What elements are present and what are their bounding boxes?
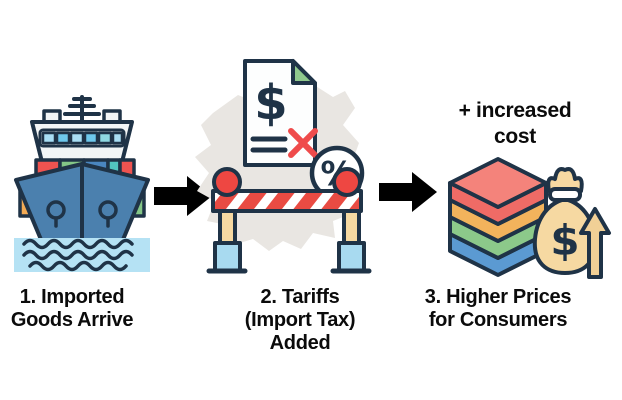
dollar-symbol: $: [254, 75, 287, 131]
annotation-line: + increased: [458, 99, 572, 122]
step-label-line: Goods Arrive: [10, 309, 134, 331]
cargo-ship-icon: [14, 95, 150, 272]
goods-stack-money-bag-icon: $: [448, 157, 611, 279]
road-barrier: [206, 167, 372, 274]
step-label-line: (Import Tax): [244, 309, 356, 331]
folded-corner: [291, 59, 317, 85]
tariff-document: $: [243, 59, 318, 167]
tariff-barrier-icon: $ %: [195, 59, 372, 274]
step-label-line: 2. Tariffs: [260, 286, 340, 308]
step-1-label: 1. Imported Goods Arrive: [6, 286, 138, 332]
goods-stack: [448, 157, 548, 277]
water: [14, 238, 150, 272]
barrier-stripes: [215, 193, 359, 209]
increased-cost-annotation: + increased cost: [425, 98, 605, 150]
step-2-label: 2. Tariffs (Import Tax) Added: [215, 286, 385, 355]
right-arrow-icon: [154, 176, 212, 216]
price-up-arrow: [579, 207, 611, 279]
annotation-line: cost: [494, 125, 536, 148]
step-label-line: 3. Higher Prices: [424, 286, 572, 308]
ship-mast: [63, 95, 101, 126]
barrier-ball-left: [212, 167, 242, 197]
stack-layer-red-top: [448, 157, 548, 209]
ship-hull: [14, 162, 150, 250]
ship-windows: [41, 131, 124, 145]
step-label-line: for Consumers: [428, 309, 568, 331]
barrier-post-left-lower: [213, 241, 242, 273]
red-x-mark: [288, 128, 318, 158]
step-label-line: Added: [269, 332, 331, 354]
right-arrow-icon: [379, 172, 437, 212]
step-label-line: 1. Imported: [19, 286, 125, 308]
bag-tie-top: [546, 167, 584, 193]
bag-tie-band: [548, 187, 582, 202]
barrier-post-right-lower: [337, 241, 366, 273]
dollar-symbol: $: [550, 216, 579, 265]
barrier-ball-right: [332, 167, 362, 197]
step-3-label: 3. Higher Prices for Consumers: [413, 286, 583, 332]
